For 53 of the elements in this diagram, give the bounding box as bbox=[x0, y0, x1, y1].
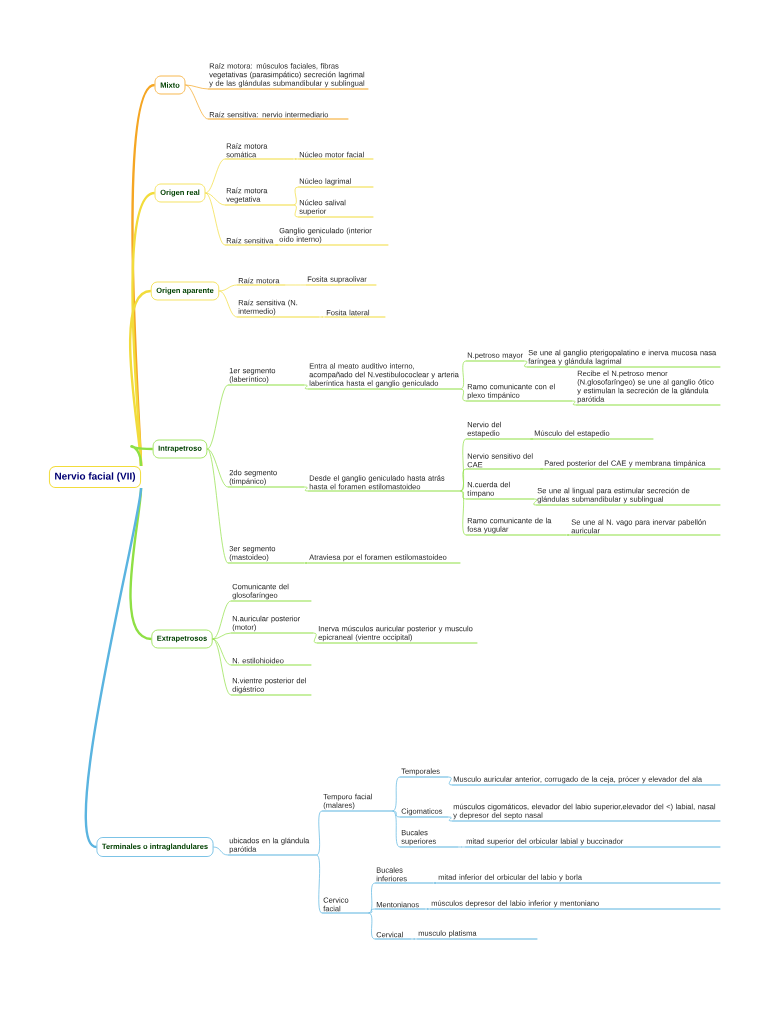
branch-line bbox=[212, 638, 232, 666]
branch-line bbox=[293, 204, 299, 218]
branch-line bbox=[460, 360, 467, 390]
topic-box: Nervio facial (VII) bbox=[48, 466, 142, 488]
branch-line bbox=[206, 448, 229, 488]
branch-line bbox=[304, 562, 309, 564]
branch-line bbox=[275, 244, 279, 246]
branch-line bbox=[524, 360, 528, 368]
branch-line bbox=[530, 438, 534, 440]
branch-line bbox=[392, 810, 401, 848]
branch-line bbox=[212, 632, 232, 640]
branch-line bbox=[285, 284, 307, 286]
branch-line bbox=[368, 882, 376, 914]
branch-line bbox=[205, 158, 226, 194]
branch-line bbox=[540, 468, 544, 470]
branch-line bbox=[304, 486, 309, 492]
branch-line bbox=[458, 846, 466, 848]
branch-line bbox=[131, 445, 153, 467]
branch-line bbox=[316, 810, 323, 856]
branch-line bbox=[533, 498, 538, 506]
branch-line bbox=[448, 816, 453, 822]
branch-line bbox=[368, 912, 376, 940]
branch-line bbox=[433, 882, 438, 884]
branch-line bbox=[212, 638, 232, 696]
branch-line bbox=[460, 468, 467, 492]
branch-line bbox=[212, 600, 232, 640]
branch-line bbox=[460, 490, 467, 536]
branch-line bbox=[572, 400, 577, 406]
branch-line bbox=[84, 487, 143, 848]
branch-line bbox=[185, 84, 209, 90]
branch-line bbox=[185, 84, 209, 120]
branch-line bbox=[566, 534, 571, 536]
branch-line bbox=[206, 384, 229, 450]
branch-line bbox=[218, 290, 238, 318]
branch-line bbox=[460, 490, 467, 500]
branch-line bbox=[392, 776, 401, 812]
branch-line bbox=[304, 384, 309, 390]
branch-line bbox=[206, 448, 229, 564]
branch-line bbox=[205, 192, 226, 246]
branch-line bbox=[425, 908, 431, 910]
branch-line bbox=[316, 854, 323, 914]
branch-line bbox=[293, 186, 299, 206]
branch-line bbox=[448, 776, 453, 786]
branch-line bbox=[368, 908, 376, 914]
branch-line bbox=[213, 846, 229, 856]
branch-line bbox=[392, 810, 401, 818]
branch-line bbox=[313, 632, 318, 644]
branch-line bbox=[319, 316, 326, 318]
branch-line bbox=[205, 192, 226, 206]
branch-line bbox=[460, 388, 467, 402]
branch-line bbox=[218, 284, 238, 292]
branch-line bbox=[411, 938, 418, 940]
branch-line bbox=[293, 158, 299, 160]
